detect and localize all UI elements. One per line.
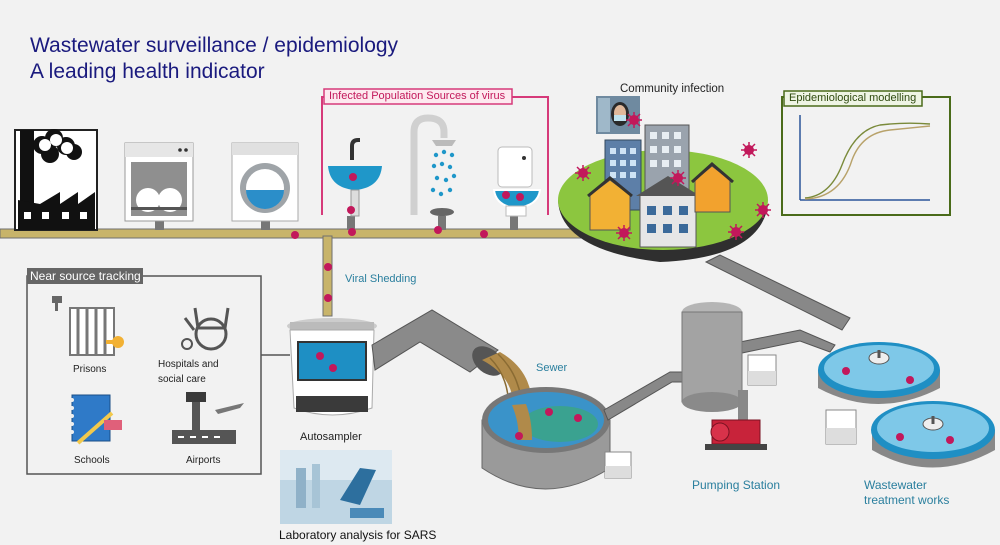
notebook-icon [70, 394, 122, 445]
wwtw-label-2: treatment works [864, 493, 950, 507]
airports-label: Airports [186, 455, 221, 466]
pumping-station-label: Pumping Station [692, 478, 781, 492]
dishwasher-icon [124, 142, 194, 222]
schools-label: Schools [74, 455, 110, 466]
lab-analysis-label: Laboratory analysis for SARS [279, 528, 437, 542]
outflow-pipes [603, 254, 851, 421]
infected-sources-label: Infected Population Sources of virus [329, 90, 506, 102]
title-line-2: A leading health indicator [30, 60, 265, 83]
toilet-icon [492, 146, 542, 217]
clarifier-upper [818, 342, 940, 404]
sewer-label: Sewer [536, 362, 568, 374]
virus-particles [291, 111, 954, 444]
pumping-station [681, 302, 767, 450]
title-line-1: Wastewater surveillance / epidemiology [30, 34, 399, 57]
community-island [558, 124, 768, 262]
prison-icon [52, 296, 124, 356]
pump-motor [705, 419, 767, 450]
autosampler-device [287, 318, 377, 416]
wwtw-label-1: Wastewater [864, 478, 927, 492]
washing-machine-icon [231, 142, 299, 222]
shower-icon [410, 114, 457, 216]
sample-cups [604, 354, 857, 479]
infected-sources-box [321, 88, 549, 215]
hospitals-label-2: social care [158, 374, 206, 385]
clarifier-lower [871, 401, 995, 468]
laboratory-photo [280, 450, 392, 524]
hospitals-label-1: Hospitals and [158, 359, 219, 370]
community-infection-label: Community infection [620, 83, 725, 95]
sewer-basin [481, 387, 611, 490]
factory-icon [14, 129, 98, 231]
near-source-box [26, 268, 290, 475]
viral-shedding-label: Viral Shedding [345, 273, 417, 285]
masked-person-photo [596, 96, 640, 134]
near-source-label: Near source tracking [30, 269, 141, 283]
epi-model-box [781, 90, 951, 216]
airport-icon [172, 392, 244, 444]
autosampler-label: Autosampler [300, 431, 362, 443]
epi-modelling-label: Epidemiological modelling [789, 92, 917, 104]
wheelchair-icon [181, 307, 230, 351]
prisons-label: Prisons [73, 364, 107, 375]
